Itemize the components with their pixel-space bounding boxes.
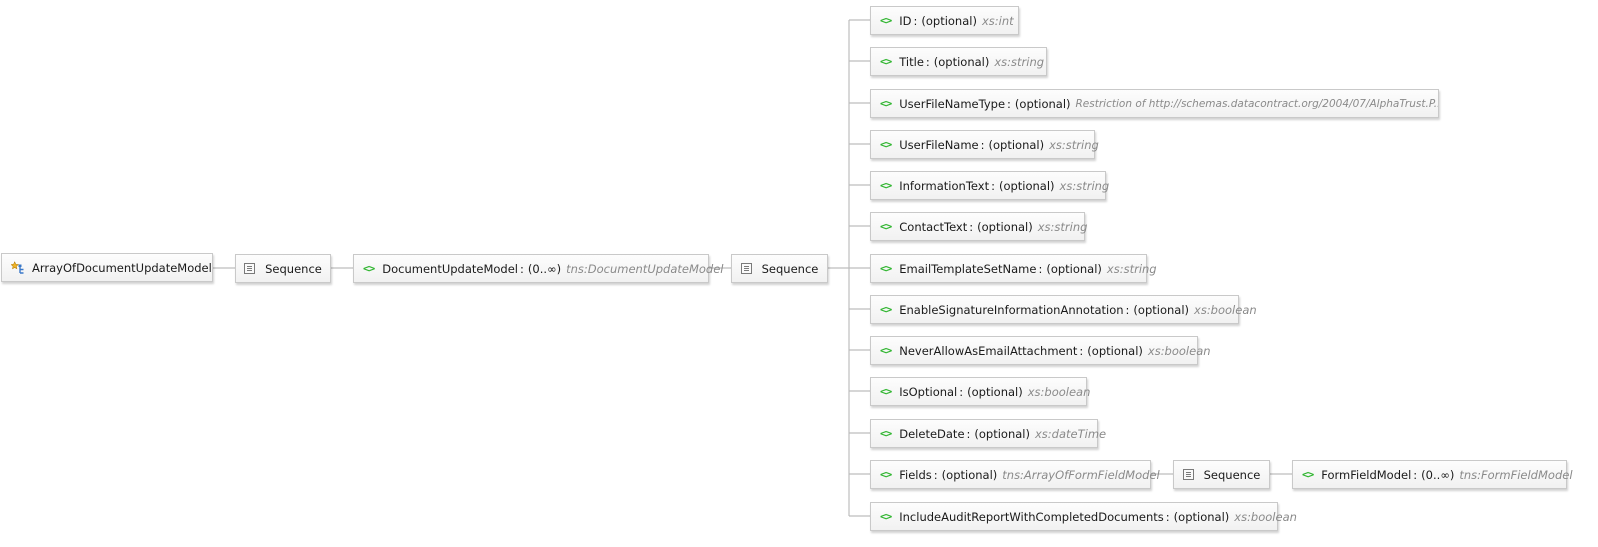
complex-type-icon — [10, 260, 25, 275]
element-name: Fields — [899, 467, 932, 482]
element-icon: <> — [880, 220, 892, 233]
element-node-email-template-set-name[interactable]: <> EmailTemplateSetName: (optional) xs:s… — [870, 254, 1157, 283]
sequence-icon — [1182, 469, 1194, 480]
element-type: tns:ArrayOfFormFieldModel — [1002, 467, 1160, 482]
element-type: tns:DocumentUpdateModel — [566, 261, 724, 276]
element-name: DeleteDate — [899, 426, 965, 441]
sequence-icon — [740, 263, 752, 274]
element-node-form-field-model[interactable]: <> FormFieldModel: (0..∞) tns:FormFieldM… — [1292, 460, 1573, 489]
element-cardinality: (optional) — [1133, 302, 1190, 317]
element-node-enable-signature-information-annotation[interactable]: <> EnableSignatureInformationAnnotation:… — [870, 295, 1257, 324]
element-name: IsOptional — [899, 384, 958, 399]
element-type: xs:dateTime — [1035, 426, 1107, 441]
element-node-include-audit-report[interactable]: <> IncludeAuditReportWithCompletedDocume… — [870, 502, 1297, 531]
element-cardinality: (optional) — [1173, 509, 1230, 524]
sequence-label: Sequence — [265, 261, 322, 276]
element-type: xs:boolean — [1234, 509, 1297, 524]
element-node-id[interactable]: <> ID: (optional) xs:int — [870, 6, 1019, 35]
element-cardinality: (optional) — [974, 426, 1030, 441]
element-cardinality: (optional) — [967, 384, 1023, 399]
element-name: FormFieldModel — [1321, 467, 1412, 482]
element-icon: <> — [880, 97, 892, 110]
element-type: xs:string — [1049, 137, 1099, 152]
element-icon: <> — [880, 510, 892, 523]
element-icon: <> — [880, 385, 892, 398]
element-type: xs:string — [1037, 219, 1088, 234]
element-cardinality: (optional) — [941, 467, 998, 482]
element-node-never-allow-as-email-attachment[interactable]: <> NeverAllowAsEmailAttachment: (optiona… — [870, 336, 1211, 365]
element-cardinality: (optional) — [998, 178, 1055, 193]
root-label: ArrayOfDocumentUpdateModel — [32, 260, 212, 275]
element-cardinality: (optional) — [988, 137, 1045, 152]
element-name: NeverAllowAsEmailAttachment — [899, 343, 1078, 358]
element-icon: <> — [880, 468, 892, 481]
element-cardinality: (optional) — [977, 219, 1033, 234]
element-icon: <> — [880, 344, 892, 357]
sequence-icon — [244, 263, 256, 274]
element-name: EmailTemplateSetName — [899, 261, 1037, 276]
element-name: ContactText — [899, 219, 968, 234]
element-name: UserFileName — [899, 137, 979, 152]
element-type: xs:int — [981, 13, 1014, 28]
element-type: tns:FormFieldModel — [1459, 467, 1573, 482]
element-type: xs:string — [1059, 178, 1110, 193]
sequence-node-3[interactable]: Sequence — [1173, 460, 1270, 489]
element-type: xs:boolean — [1194, 302, 1257, 317]
element-node-is-optional[interactable]: <> IsOptional: (optional) xs:boolean — [870, 377, 1090, 406]
element-type: xs:boolean — [1027, 384, 1091, 399]
element-icon: <> — [880, 179, 892, 192]
sequence-node-2[interactable]: Sequence — [731, 254, 828, 283]
element-node-title[interactable]: <> Title: (optional) xs:string — [870, 47, 1047, 76]
element-icon: <> — [880, 262, 892, 275]
element-icon: <> — [880, 55, 892, 68]
root-node-array-of-document-update-model[interactable]: ArrayOfDocumentUpdateModel — [1, 253, 213, 282]
element-cardinality: (optional) — [1014, 96, 1071, 111]
element-name: EnableSignatureInformationAnnotation — [899, 302, 1124, 317]
element-node-user-file-name-type[interactable]: <> UserFileNameType: (optional) Restrict… — [870, 89, 1439, 118]
sequence-node-1[interactable]: Sequence — [235, 254, 331, 283]
element-name: IncludeAuditReportWithCompletedDocuments — [899, 509, 1164, 524]
element-node-user-file-name[interactable]: <> UserFileName: (optional) xs:string — [870, 130, 1099, 159]
element-type: xs:string — [994, 54, 1045, 69]
element-cardinality: (0..∞) — [527, 261, 562, 276]
element-cardinality: (optional) — [933, 54, 990, 69]
element-node-information-text[interactable]: <> InformationText: (optional) xs:string — [870, 171, 1109, 200]
element-icon: <> — [363, 262, 375, 275]
element-cardinality: (optional) — [1046, 261, 1102, 276]
element-name: InformationText — [899, 178, 990, 193]
sequence-label: Sequence — [1203, 467, 1261, 482]
element-node-delete-date[interactable]: <> DeleteDate: (optional) xs:dateTime — [870, 419, 1106, 448]
element-icon: <> — [1302, 468, 1314, 481]
element-icon: <> — [880, 14, 892, 27]
element-node-document-update-model[interactable]: <> DocumentUpdateModel: (0..∞) tns:Docum… — [353, 254, 724, 283]
element-type: Restriction of http://schemas.datacontra… — [1075, 97, 1439, 110]
element-type: xs:boolean — [1147, 343, 1211, 358]
element-icon: <> — [880, 303, 892, 316]
sequence-label: Sequence — [761, 261, 819, 276]
element-node-fields[interactable]: <> Fields: (optional) tns:ArrayOfFormFie… — [870, 460, 1160, 489]
element-name: ID — [899, 13, 912, 28]
element-cardinality: (0..∞) — [1421, 467, 1455, 482]
element-node-contact-text[interactable]: <> ContactText: (optional) xs:string — [870, 212, 1088, 241]
element-cardinality: (optional) — [921, 13, 977, 28]
element-type: xs:string — [1106, 261, 1157, 276]
element-name: UserFileNameType — [899, 96, 1006, 111]
element-name: DocumentUpdateModel — [382, 261, 519, 276]
element-icon: <> — [880, 138, 892, 151]
element-icon: <> — [880, 427, 892, 440]
element-name: Title — [899, 54, 924, 69]
element-cardinality: (optional) — [1087, 343, 1143, 358]
